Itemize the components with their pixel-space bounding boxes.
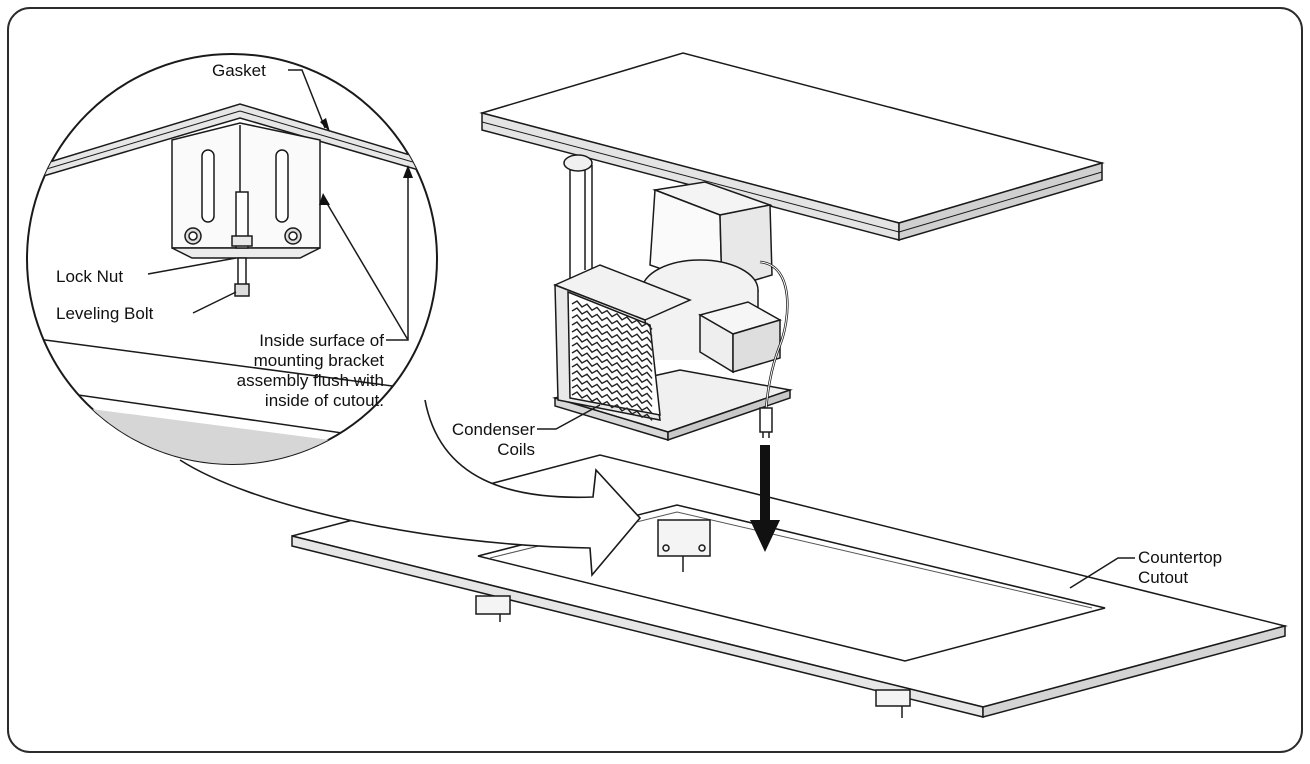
- leader-lines: [147, 69, 1135, 589]
- coil-line: [571, 377, 653, 407]
- coil-line: [571, 335, 653, 365]
- label-countertop-2: Cutout: [1138, 568, 1188, 587]
- coil-line: [571, 321, 653, 351]
- coil-line: [571, 363, 653, 393]
- coil-line: [571, 370, 653, 400]
- label-inside-surface-4: inside of cutout.: [265, 391, 384, 410]
- label-leveling-bolt: Leveling Bolt: [56, 304, 154, 323]
- label-inside-surface-2: mounting bracket: [254, 351, 385, 370]
- mounting-bracket: [475, 519, 911, 718]
- coil-line: [571, 300, 653, 330]
- coil-line: [571, 391, 653, 421]
- coil-line: [571, 384, 653, 414]
- label-lock-nut: Lock Nut: [56, 267, 123, 286]
- coil-line: [571, 349, 653, 379]
- label-countertop-1: Countertop: [1138, 548, 1222, 567]
- label-condenser-2: Coils: [497, 440, 535, 459]
- down-arrow: [750, 445, 780, 552]
- coil-line: [571, 307, 653, 337]
- coil-line: [571, 314, 653, 344]
- label-condenser-1: Condenser: [452, 420, 536, 439]
- coil-line: [571, 356, 653, 386]
- label-gasket: Gasket: [212, 61, 266, 80]
- label-inside-surface-3: assembly flush with: [237, 371, 384, 390]
- coil-pattern: [571, 300, 653, 421]
- coil-line: [571, 342, 653, 372]
- label-inside-surface-1: Inside surface of: [259, 331, 384, 350]
- coil-line: [571, 328, 653, 358]
